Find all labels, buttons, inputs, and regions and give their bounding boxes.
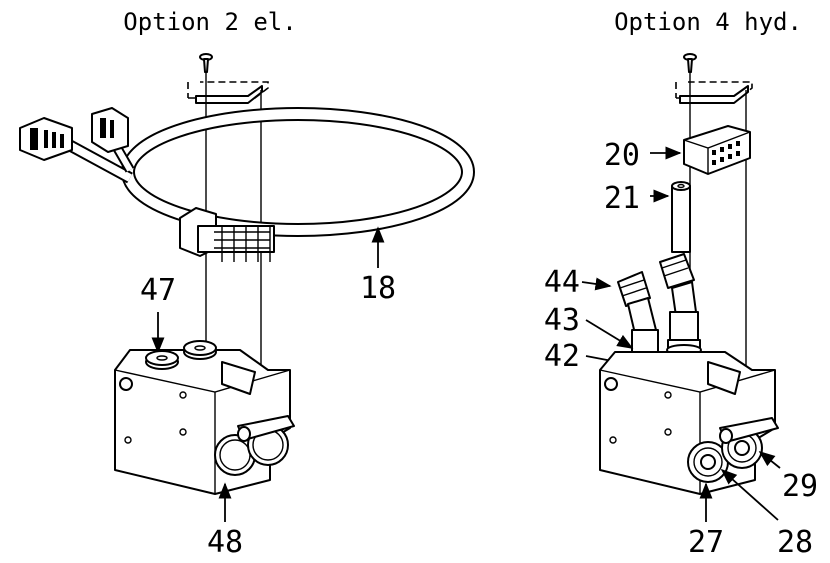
pin-connector (179, 207, 275, 262)
valve-block-left (114, 340, 295, 495)
callout-42: 42 (544, 339, 580, 374)
hydraulic-fitting-right (659, 253, 702, 356)
callout-28: 28 (777, 525, 813, 560)
left-bracket-plate (195, 85, 263, 104)
callout-29: 29 (782, 469, 818, 504)
callout-47: 47 (140, 273, 176, 308)
callout-21: 21 (604, 181, 640, 216)
connector-plug-right (91, 107, 129, 153)
right-assembly: Option 4 hyd. 20 21 (544, 8, 818, 560)
callout-27: 27 (688, 525, 724, 560)
connector-housing-20 (683, 125, 751, 175)
connector-plug-left (19, 117, 73, 161)
callout-18: 18 (360, 271, 396, 306)
left-assembly: Option 2 el. (19, 8, 475, 560)
callout-43: 43 (544, 303, 580, 338)
left-screw (199, 53, 213, 73)
callout-20: 20 (604, 138, 640, 173)
right-assembly-title: Option 4 hyd. (614, 8, 802, 36)
spacer-21 (671, 181, 691, 253)
right-screw (683, 53, 697, 73)
valve-block-right (599, 351, 779, 495)
right-bracket-plate (679, 85, 749, 104)
left-assembly-title: Option 2 el. (123, 8, 296, 36)
callout-48: 48 (207, 525, 243, 560)
callout-44: 44 (544, 265, 580, 300)
right-bracket-dashed (675, 81, 753, 99)
